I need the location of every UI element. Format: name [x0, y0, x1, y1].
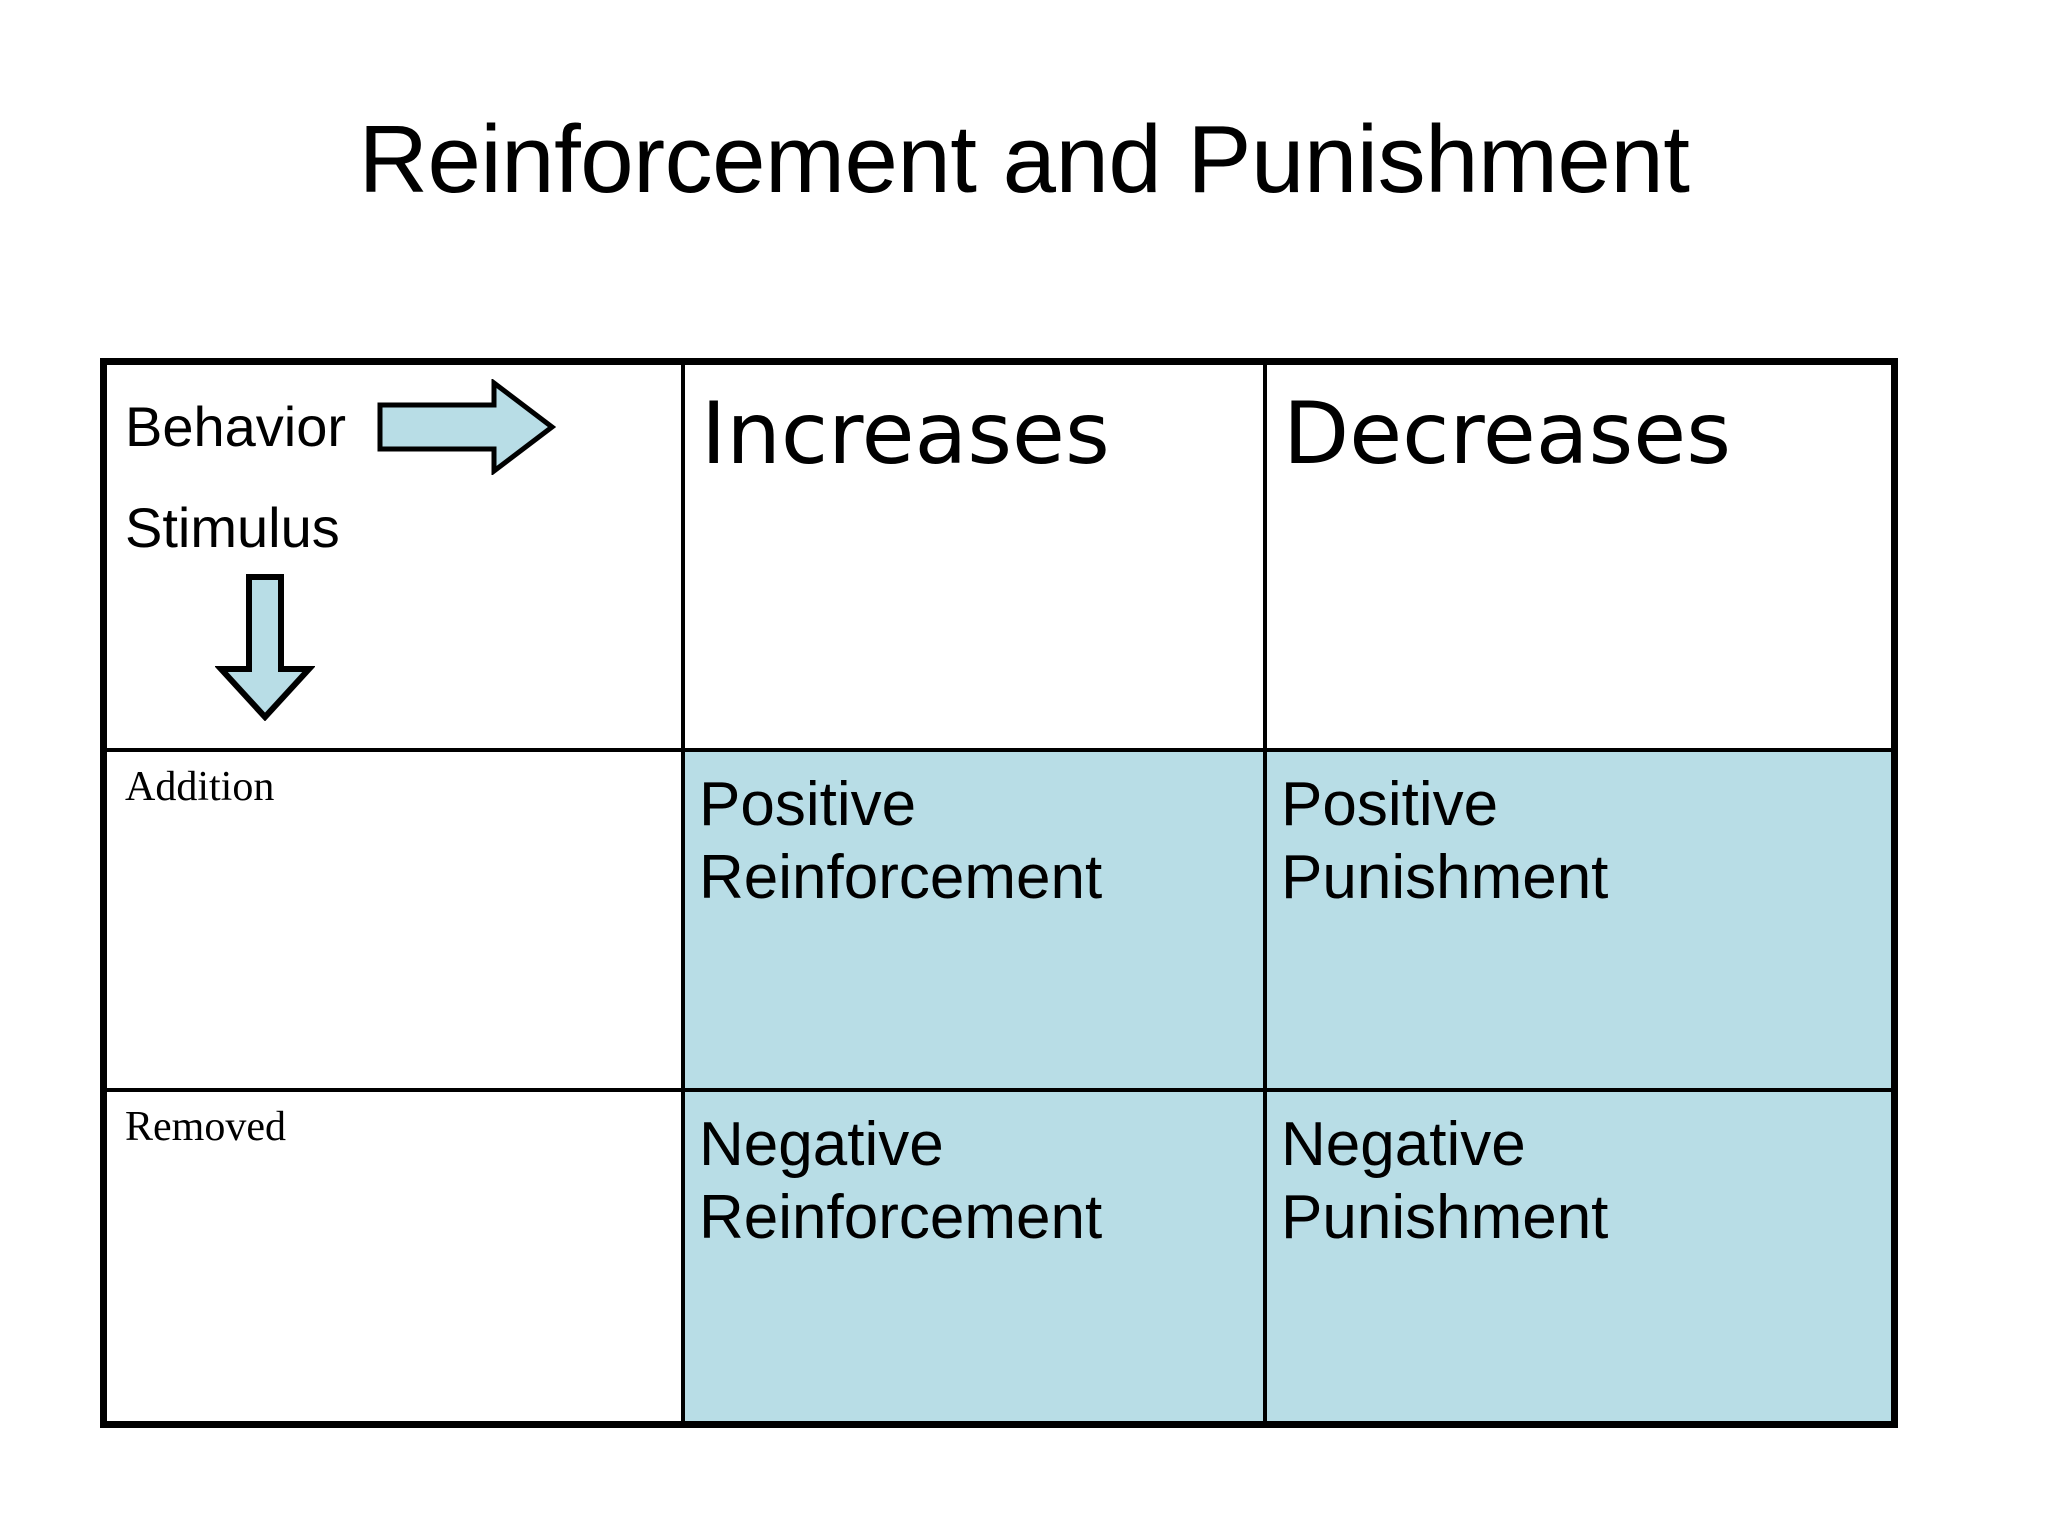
cell-line-2: Punishment	[1281, 1183, 1609, 1253]
arrow-down-icon	[214, 573, 683, 722]
cell-line-1: Positive	[1281, 770, 1499, 839]
cell-positive-punishment: Positive Punishment	[1265, 750, 1891, 1090]
cell-line-2: Reinforcement	[699, 843, 1103, 913]
cell-line-1: Positive	[699, 770, 917, 839]
cell-negative-reinforcement: Negative Reinforcement	[683, 1090, 1265, 1421]
stimulus-axis-label-row: Stimulus	[125, 496, 683, 569]
cell-line-1: Negative	[1281, 1110, 1526, 1179]
behavior-axis-label: Behavior	[125, 394, 347, 458]
cell-line-2: Punishment	[1281, 843, 1609, 913]
page-title: Reinforcement and Punishment	[358, 106, 1690, 213]
grid-divider-horizontal-1	[107, 748, 1891, 752]
stimulus-axis-label: Stimulus	[125, 496, 340, 559]
column-header-increases: Increases	[701, 384, 1110, 484]
arrow-right-icon	[376, 377, 557, 477]
grid-divider-vertical-1	[681, 365, 685, 1421]
matrix-corner-header: Behavior Stimulus	[107, 365, 683, 750]
row-header-removed: Removed	[125, 1104, 286, 1150]
grid-divider-horizontal-2	[107, 1088, 1891, 1092]
cell-line-2: Reinforcement	[699, 1183, 1103, 1253]
column-header-decreases: Decreases	[1283, 384, 1732, 484]
grid-divider-vertical-2	[1263, 365, 1267, 1421]
row-header-addition: Addition	[125, 764, 275, 810]
cell-positive-reinforcement: Positive Reinforcement	[683, 750, 1265, 1090]
behavior-axis-label-row: Behavior	[125, 377, 683, 477]
cell-line-1: Negative	[699, 1110, 944, 1179]
cell-negative-punishment: Negative Punishment	[1265, 1090, 1891, 1421]
reinforcement-punishment-matrix: Behavior Stimulus Increases	[100, 358, 1898, 1428]
